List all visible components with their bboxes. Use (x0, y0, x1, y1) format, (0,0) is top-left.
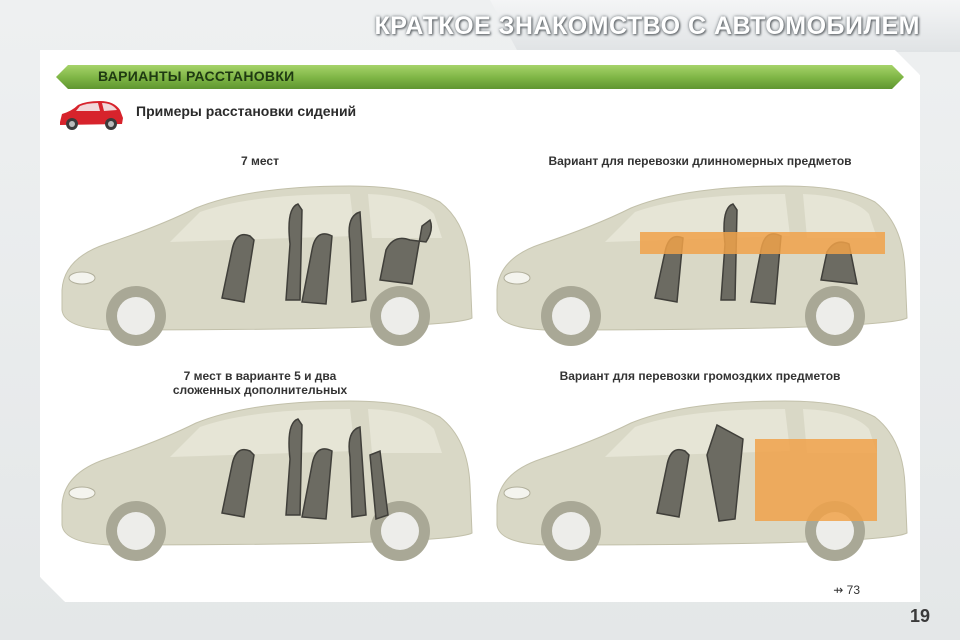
seating-diagram-five-plus-two (61, 400, 473, 561)
seating-diagram-long-items (496, 185, 908, 346)
seating-diagram-seven-seats (61, 185, 473, 346)
caption-long-items: Вариант для перевозки длинномерных предм… (548, 154, 852, 168)
header-tab (490, 0, 960, 52)
car-icon (60, 101, 123, 130)
page-reference-number: 73 (846, 583, 860, 597)
arrow-right-icon: ⇸ (833, 583, 844, 597)
page-reference-link[interactable]: ⇸ 73 (833, 583, 860, 597)
caption-bulky-items: Вариант для перевозки громоздких предмет… (559, 369, 841, 383)
seating-diagram-bulky-items (496, 400, 908, 561)
section-bar (56, 65, 904, 89)
caption-five-plus-two: 7 мест в варианте 5 и два сложенных допо… (172, 369, 348, 397)
page-number: 19 (909, 606, 930, 626)
page-title: КРАТКОЕ ЗНАКОМСТВО С АВТОМОБИЛЕМ (374, 12, 920, 40)
section-title: ВАРИАНТЫ РАССТАНОВКИ (98, 68, 295, 84)
caption-seven-seats: 7 мест (241, 154, 279, 168)
subtitle: Примеры расстановки сидений (136, 103, 357, 119)
